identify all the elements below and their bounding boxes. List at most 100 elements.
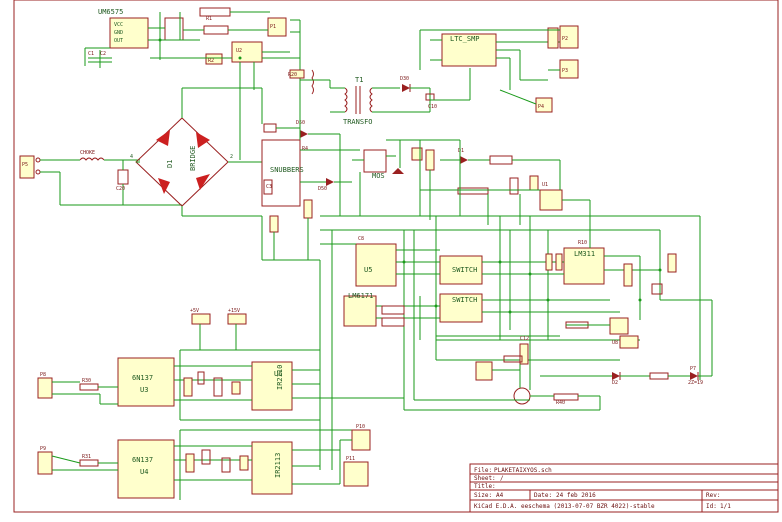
file-value: PLAKETAIXYOS.sch <box>494 467 552 474</box>
mos-label: MOS <box>372 172 385 180</box>
file-label: File: <box>474 467 492 474</box>
svg-text:C12: C12 <box>520 336 529 342</box>
svg-text:P5: P5 <box>22 162 28 168</box>
opto-u3-type: 6N137 <box>132 374 153 382</box>
switch-2-label: SWITCH <box>452 296 477 304</box>
opto-u3 <box>117 357 175 407</box>
um6575-chip <box>109 17 149 49</box>
bridge-label: BRIDGE <box>189 146 197 171</box>
svg-text:P10: P10 <box>356 424 365 430</box>
p7-value: 2Z=19 <box>688 380 703 386</box>
power-connectors: +5V +15V <box>180 308 320 351</box>
switch-1-label: SWITCH <box>452 266 477 274</box>
ltc-label: LTC_SMP <box>450 35 480 43</box>
svg-text:+15V: +15V <box>228 308 240 314</box>
led-output-block: D2 P7 2Z=19 R40 <box>475 299 713 406</box>
snubbers-label: SNUBBERS <box>270 166 304 174</box>
bridge-designator: D1 <box>166 160 174 168</box>
bridge-rectifier: BRIDGE D1 2 <box>135 87 262 217</box>
ac-input: CHOKE C20 P5 4 <box>19 150 182 206</box>
svg-text:R40: R40 <box>556 400 565 406</box>
svg-text:VCC: VCC <box>114 22 123 28</box>
date-label: Date: <box>534 492 552 499</box>
sheet-label: Sheet: <box>474 475 496 482</box>
svg-text:OUT: OUT <box>114 38 123 44</box>
driver-u6-type: IR2110 <box>276 365 284 390</box>
svg-text:R4: R4 <box>302 146 308 152</box>
svg-text:P4: P4 <box>538 104 544 110</box>
svg-text:P3: P3 <box>562 68 568 74</box>
svg-text:C8: C8 <box>358 236 364 242</box>
switch-1-chip <box>439 255 483 285</box>
u5-label: U5 <box>364 266 372 274</box>
middle-circuitry: U5 SWITCH SWITCH LM311 LM6171 <box>319 215 701 470</box>
driver-ic2-type: IR2113 <box>274 453 282 478</box>
lm6171-chip <box>343 295 377 327</box>
bus-wires <box>299 80 601 411</box>
svg-text:C1: C1 <box>88 51 94 57</box>
id-label: Id: <box>706 503 717 510</box>
svg-text:C2: C2 <box>100 51 106 57</box>
svg-text:R20: R20 <box>288 72 297 78</box>
svg-text:R10: R10 <box>578 240 587 246</box>
svg-text:2: 2 <box>230 154 233 160</box>
u5-chip <box>355 243 397 287</box>
driver-ic2 <box>251 441 293 495</box>
svg-text:P8: P8 <box>40 372 46 378</box>
svg-text:P1: P1 <box>270 24 276 30</box>
transfo-label: TRANSFO <box>343 118 373 126</box>
svg-text:GND: GND <box>114 30 123 36</box>
kicad-value: KiCad E.D.A. eeschema (2013-07-07 BZR 40… <box>474 503 655 510</box>
svg-text:R2: R2 <box>208 58 214 64</box>
um6575-label: UM6575 <box>98 8 123 16</box>
date-value: 24 feb 2016 <box>556 492 596 499</box>
svg-text:4: 4 <box>130 154 133 160</box>
led-d2-label: D2 <box>612 380 618 386</box>
svg-text:P2: P2 <box>562 36 568 42</box>
driver-u6 <box>251 361 293 411</box>
lm6171-label: LM6171 <box>348 292 373 300</box>
title-label: Title: <box>474 483 496 490</box>
opto-u4 <box>117 439 175 499</box>
svg-text:C10: C10 <box>428 104 437 110</box>
switch-2-chip <box>439 293 483 323</box>
title-block: File: PLAKETAIXYOS.sch Sheet: / Title: S… <box>469 463 779 513</box>
svg-text:CHOKE: CHOKE <box>80 150 95 156</box>
opto-u4-label: U4 <box>140 468 148 476</box>
lm311-label: LM311 <box>574 250 595 258</box>
lm311-chip <box>563 247 605 285</box>
opto-u3-label: U3 <box>140 386 148 394</box>
sheet-value: / <box>500 475 504 482</box>
svg-text:D1: D1 <box>458 148 464 154</box>
svg-text:C3: C3 <box>266 184 272 190</box>
size-value: A4 <box>496 492 504 499</box>
opto-u4-type: 6N137 <box>132 456 153 464</box>
svg-text:P9: P9 <box>40 446 46 452</box>
id-value: 1/1 <box>720 503 731 510</box>
svg-text:D50: D50 <box>296 120 305 126</box>
svg-text:D50: D50 <box>318 186 327 192</box>
svg-text:U8: U8 <box>612 340 618 346</box>
svg-text:C20: C20 <box>116 186 125 192</box>
svg-text:U1: U1 <box>542 182 548 188</box>
svg-text:U2: U2 <box>236 48 242 54</box>
driver-u6-label: U6 <box>274 370 282 378</box>
svg-text:R31: R31 <box>82 454 91 460</box>
svg-text:+5V: +5V <box>190 308 199 314</box>
svg-text:D30: D30 <box>400 76 409 82</box>
p7-label: P7 <box>690 366 696 372</box>
t1-label: T1 <box>355 76 363 84</box>
svg-text:P11: P11 <box>346 456 355 462</box>
svg-text:R1: R1 <box>206 16 212 22</box>
rev-label: Rev: <box>706 492 720 499</box>
svg-text:R30: R30 <box>82 378 91 384</box>
